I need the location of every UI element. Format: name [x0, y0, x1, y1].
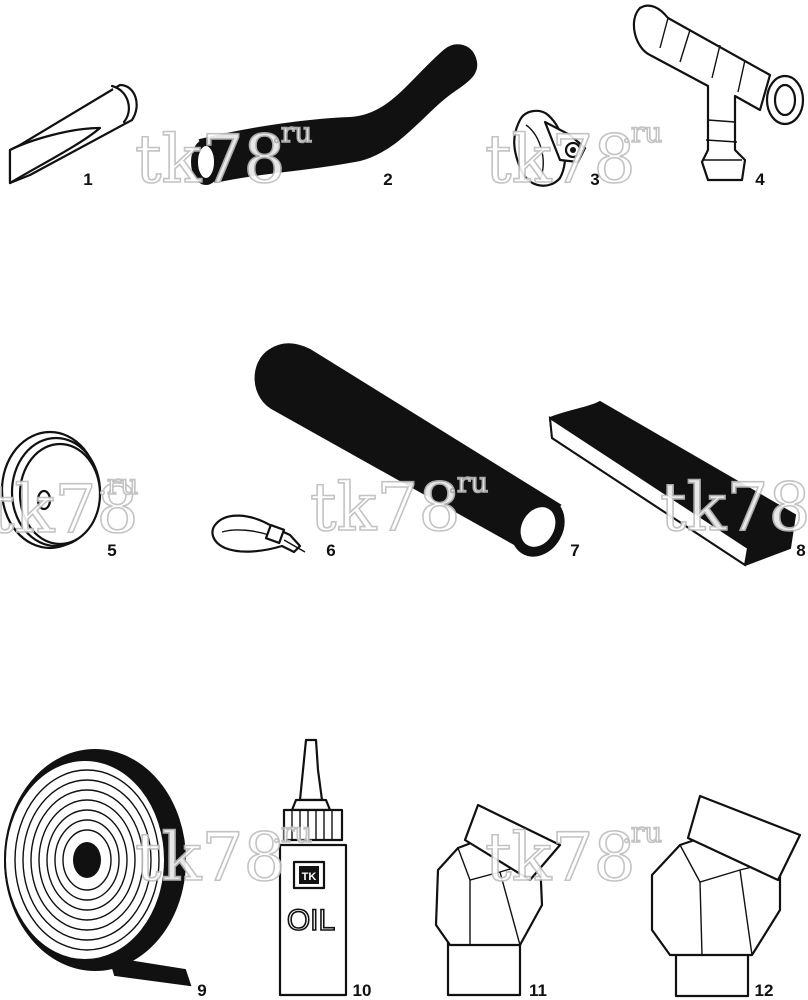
watermark-text: tk78 — [0, 471, 139, 548]
watermark-suffix: .ru — [98, 468, 138, 501]
watermark-text: tk78 — [135, 819, 286, 896]
part-number-4: 4 — [755, 170, 765, 189]
watermark: tk78 .ru tk78 .ru tk78 .ru tk78 .ru tk78… — [0, 115, 808, 897]
part-3-hose-clamp — [513, 109, 587, 187]
watermark-suffix: .ru — [272, 116, 312, 149]
watermark-suffix: .ru — [448, 466, 488, 499]
part-number-9: 9 — [197, 981, 206, 1000]
watermark-text: tk78 — [660, 469, 808, 546]
watermark-text: tk78 — [485, 121, 636, 198]
part-11-nozzle-fitting — [434, 803, 562, 997]
part-number-8: 8 — [796, 541, 805, 560]
watermark-text: tk78 — [485, 819, 636, 896]
bottle-label-oil: OIL — [287, 904, 335, 937]
part-2-curved-hose — [191, 44, 478, 185]
part-number-10: 10 — [353, 981, 372, 1000]
watermark-suffix: .ru — [272, 816, 312, 849]
watermark-suffix: .ru — [622, 816, 662, 849]
part-number-12: 12 — [755, 981, 774, 1000]
part-number-3: 3 — [590, 170, 599, 189]
part-number-6: 6 — [326, 541, 335, 560]
part-number-5: 5 — [107, 541, 116, 560]
part-7-straight-tube — [254, 343, 565, 557]
part-number-11: 11 — [529, 981, 547, 1000]
part-number-1: 1 — [83, 170, 92, 189]
watermark-suffix: .ru — [622, 116, 662, 149]
part-6-cable-tie — [211, 514, 306, 554]
watermark-text: tk78 — [310, 469, 461, 546]
part-8-flat-strip — [548, 400, 797, 567]
part-12-nozzle-fitting — [650, 794, 802, 998]
part-5-disk-cap — [0, 430, 102, 550]
part-number-7: 7 — [570, 541, 579, 560]
watermark-text: tk78 — [135, 121, 286, 198]
part-1-hose-piece — [8, 83, 138, 185]
part-9-tape-roll — [4, 749, 192, 987]
part-10-oil-bottle: TK OIL — [278, 738, 348, 997]
part-4-t-connector — [632, 4, 805, 182]
part-number-2: 2 — [383, 170, 392, 189]
bottle-logo: TK — [302, 871, 317, 883]
